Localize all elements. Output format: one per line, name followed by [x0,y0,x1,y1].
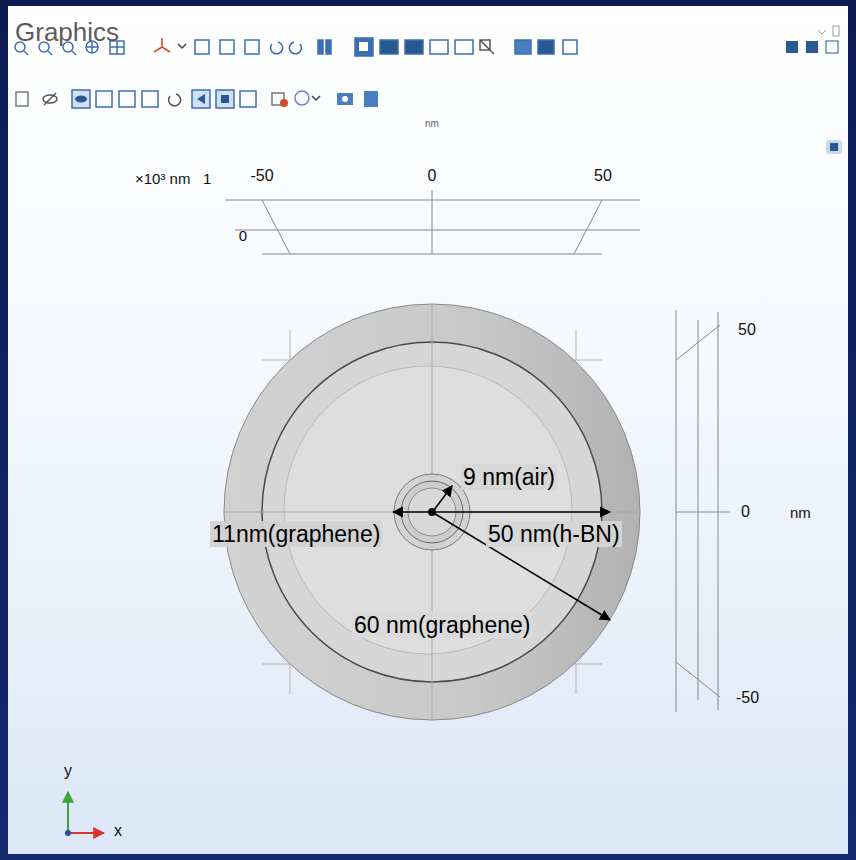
tick-label: 50 [594,167,612,185]
ruler-top [225,190,640,254]
tick-label: -50 [736,689,759,707]
ruler-right [676,310,730,712]
tick-label: 50 [738,321,756,339]
tick-label: 0 [428,167,437,185]
tick-label: 0 [239,227,247,244]
tick-label: -50 [250,167,273,185]
panel-title: Graphics [15,18,119,48]
unit-label: nm [425,118,439,130]
tick-label: 0 [741,503,750,521]
scale-label: ×10³ nm [135,170,190,187]
toolbar [16,90,378,108]
window-controls [786,26,842,154]
axis-label: y [64,762,72,780]
unit-label: nm [790,504,811,521]
dimension-label: 60 nm(graphene) [352,612,532,638]
axis-triad [65,792,104,836]
dimension-arrows [393,486,610,620]
dimension-label: 9 nm(air) [461,464,557,490]
dimension-label: 50 nm(h-BN) [486,521,622,547]
dimension-label: 11nm(graphene) [210,521,382,547]
tick-label: 1 [203,170,211,187]
geometry-disc [224,304,640,720]
axis-label: x [114,822,122,840]
